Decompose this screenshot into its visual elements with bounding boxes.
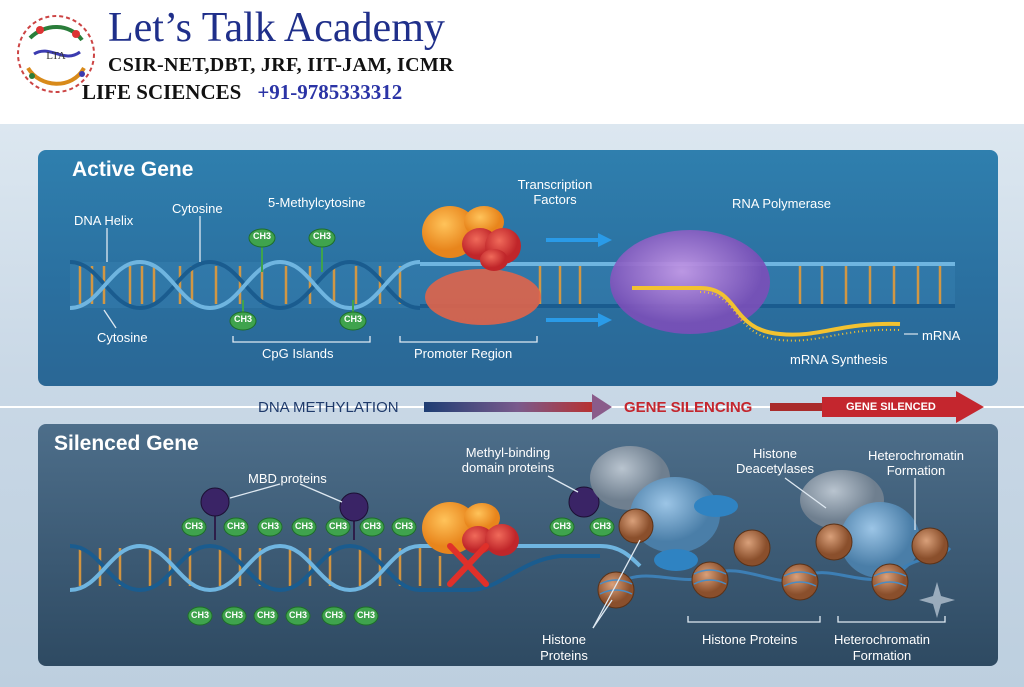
- active-methyl-groups: [229, 228, 367, 331]
- nucleosomes: [597, 508, 952, 609]
- transcription-factors-label-line1: Transcription: [517, 177, 593, 192]
- ch3-label: CH3: [362, 521, 381, 531]
- ch3-label: CH3: [394, 521, 413, 531]
- ch3-label: CH3: [328, 521, 347, 531]
- mbd-proteins-label: MBD proteins: [248, 471, 327, 486]
- active-gene-panel: [38, 150, 998, 386]
- ch3-label: CH3: [260, 521, 279, 531]
- ch3-label: CH3: [592, 521, 611, 531]
- silenced-brackets: [229, 475, 946, 629]
- silenced-gene-title: Silenced Gene: [54, 432, 199, 455]
- flow-step-methylation: DNA METHYLATION: [258, 399, 399, 416]
- heterochromatin-label-top-line2: Formation: [886, 463, 946, 478]
- histone-proteins-left-line2: Proteins: [540, 648, 588, 663]
- mbd-proteins: [200, 486, 600, 540]
- subject-label: LIFE SCIENCES: [82, 80, 242, 104]
- logo-text: LTA: [46, 50, 66, 62]
- histone-deacetylase-complex: [590, 446, 920, 578]
- phone-number: +91-9785333312: [257, 80, 403, 104]
- sparkle-icon: [919, 582, 955, 618]
- ch3-label: CH3: [294, 521, 313, 531]
- methyl-binding-label-line1: Methyl-binding: [465, 445, 551, 460]
- silenced-methyl-groups-top: [181, 517, 615, 537]
- methylcytosine-label: 5-Methylcytosine: [268, 195, 366, 210]
- cytosine-label-top: Cytosine: [172, 201, 223, 216]
- mrna-strand: [632, 286, 918, 342]
- flow-step-silenced: GENE SILENCED: [846, 401, 936, 413]
- heterochromatin-label-top-line1: Heterochromatin: [867, 448, 965, 463]
- exam-list: CSIR-NET,DBT, JRF, IIT-JAM, ICMR: [108, 54, 454, 76]
- ch3-label: CH3: [288, 610, 307, 620]
- ch3-label: CH3: [312, 231, 331, 241]
- active-gene-title: Active Gene: [72, 158, 194, 181]
- blocked-transcription-factor: [422, 502, 519, 556]
- heterochromatin-label-bottom-line2: Formation: [852, 648, 912, 663]
- flow-step-silencing: GENE SILENCING: [624, 399, 753, 416]
- ch3-label: CH3: [233, 314, 252, 324]
- header: LTA Let’s Talk Academy CSIR-NET,DBT, JRF…: [0, 0, 1024, 124]
- mrna-synthesis-label: mRNA Synthesis: [790, 352, 888, 367]
- silenced-methyl-groups-bottom: [187, 606, 379, 626]
- ch3-label: CH3: [256, 610, 275, 620]
- transcription-factor-complex: [422, 206, 541, 325]
- ch3-label: CH3: [224, 610, 243, 620]
- methyl-binding-label-line2: domain proteins: [461, 460, 555, 475]
- rna-polymerase-label: RNA Polymerase: [732, 196, 831, 211]
- rna-polymerase: [610, 230, 770, 334]
- blocked-x-icon: [447, 543, 489, 587]
- flow-arrow: [0, 391, 1024, 423]
- ch3-label: CH3: [324, 610, 343, 620]
- cpg-islands-label: CpG Islands: [262, 346, 334, 361]
- dna-helix-label: DNA Helix: [74, 213, 134, 228]
- cytosine-label-bottom: Cytosine: [97, 330, 148, 345]
- ch3-label: CH3: [252, 231, 271, 241]
- silenced-dna-helix: [69, 543, 642, 593]
- academy-name: Let’s Talk Academy: [108, 5, 445, 51]
- promoter-region-label: Promoter Region: [414, 346, 513, 361]
- ch3-label: CH3: [190, 610, 209, 620]
- subject-phone-line: LIFE SCIENCES +91-9785333312: [82, 80, 402, 105]
- ch3-label: CH3: [552, 521, 571, 531]
- histone-proteins-left-line1: Histone: [541, 632, 587, 647]
- histone-deacetylases-label-line2: Deacetylases: [735, 461, 815, 476]
- transcription-factors-label-line2: Factors: [533, 192, 577, 207]
- mrna-label: mRNA: [922, 328, 961, 343]
- ch3-label: CH3: [356, 610, 375, 620]
- heterochromatin-label-bottom-line1: Heterochromatin: [833, 632, 931, 647]
- histone-deacetylases-label-line1: Histone: [752, 446, 798, 461]
- ch3-label: CH3: [226, 521, 245, 531]
- flow-bar: DNA METHYLATION GENE SILENCING GENE SILE…: [0, 388, 1024, 424]
- histone-proteins-label: Histone Proteins: [702, 632, 798, 647]
- ch3-label: CH3: [343, 314, 362, 324]
- academy-logo: LTA: [17, 15, 95, 93]
- active-brackets: [103, 216, 538, 343]
- ch3-label: CH3: [184, 521, 203, 531]
- transcription-arrows: [546, 233, 612, 327]
